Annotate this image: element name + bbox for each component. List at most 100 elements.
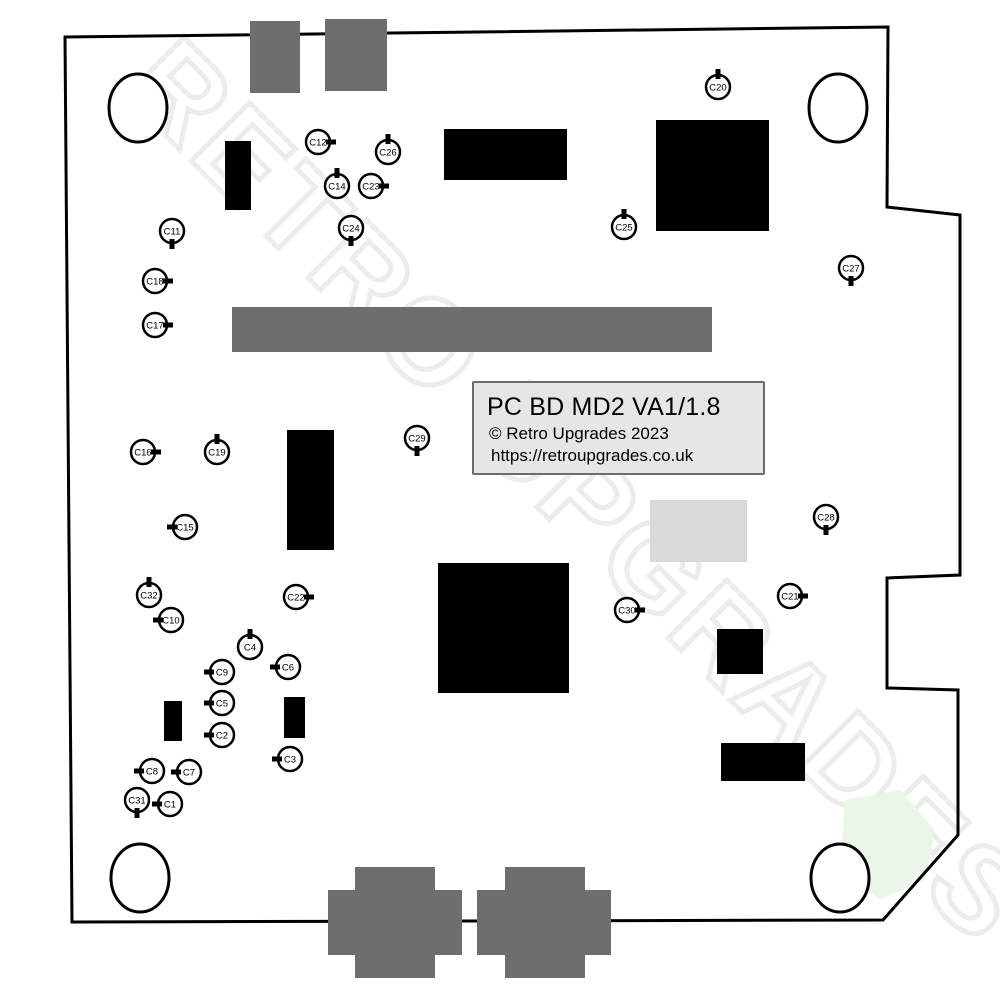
capacitor-polarity-tab [247, 629, 253, 639]
capacitor-label: C22 [287, 593, 304, 604]
capacitor-c8: C8 [134, 757, 166, 785]
capacitor-label: C5 [216, 699, 228, 710]
chip [444, 129, 567, 180]
capacitor-polarity-tab [204, 669, 214, 675]
capacitor-polarity-tab [204, 700, 214, 706]
capacitor-c19: C19 [203, 434, 231, 466]
capacitor-c6: C6 [270, 653, 302, 681]
capacitor-polarity-tab [214, 434, 220, 444]
capacitor-c3: C3 [272, 745, 304, 773]
capacitor-c9: C9 [204, 658, 236, 686]
chip [164, 701, 182, 741]
capacitor-c23: C23 [357, 172, 389, 200]
capacitor-polarity-tab [163, 322, 173, 328]
chip [225, 141, 251, 210]
capacitor-label: C15 [176, 523, 193, 534]
capacitor-c29: C29 [403, 424, 431, 456]
capacitor-polarity-tab [153, 617, 163, 623]
mounting-hole [807, 72, 869, 144]
capacitor-polarity-tab [134, 808, 140, 818]
capacitor-polarity-tab [379, 183, 389, 189]
capacitor-label: C31 [128, 796, 145, 807]
capacitor-c21: C21 [776, 582, 808, 610]
chip [287, 430, 334, 550]
capacitor-polarity-tab [163, 278, 173, 284]
capacitor-polarity-tab [798, 593, 808, 599]
capacitor-polarity-tab [304, 594, 314, 600]
capacitor-label: C27 [842, 264, 859, 275]
chip [721, 743, 805, 781]
capacitor-c27: C27 [837, 254, 865, 286]
capacitor-c10: C10 [153, 606, 185, 634]
bottom-connector-right [477, 867, 611, 978]
capacitor-label: C10 [162, 616, 179, 627]
cartridge-slot [232, 307, 712, 352]
capacitor-c1: C1 [152, 790, 184, 818]
capacitor-label: C4 [244, 643, 256, 654]
board-label: PC BD MD2 VA1/1.8 © Retro Upgrades 2023 … [472, 381, 765, 475]
capacitor-label: C11 [164, 227, 181, 238]
capacitor-c14: C14 [323, 168, 351, 200]
board-url: https://retroupgrades.co.uk [491, 446, 694, 465]
capacitor-label: C21 [781, 592, 798, 603]
capacitor-polarity-tab [385, 134, 391, 144]
capacitor-c31: C31 [123, 786, 151, 818]
capacitor-c32: C32 [135, 577, 163, 609]
capacitor-label: C30 [618, 606, 635, 617]
capacitor-polarity-tab [167, 524, 177, 530]
pad-light [650, 500, 747, 562]
capacitor-label: C26 [379, 148, 396, 159]
capacitor-polarity-tab [204, 732, 214, 738]
capacitor-c7: C7 [171, 758, 203, 786]
capacitor-c11: C11 [158, 217, 186, 249]
capacitor-label: C24 [342, 224, 359, 235]
mounting-hole [109, 842, 171, 914]
capacitor-polarity-tab [151, 449, 161, 455]
capacitor-label: C19 [208, 448, 225, 459]
capacitor-polarity-tab [169, 239, 175, 249]
capacitor-c5: C5 [204, 689, 236, 717]
capacitor-c15: C15 [167, 513, 199, 541]
capacitor-c26: C26 [374, 134, 402, 166]
capacitor-label: C16 [134, 448, 151, 459]
capacitor-label: C25 [615, 223, 632, 234]
capacitor-polarity-tab [171, 769, 181, 775]
capacitor-polarity-tab [326, 139, 336, 145]
capacitor-c12: C12 [304, 128, 336, 156]
capacitor-c18: C18 [141, 267, 173, 295]
capacitor-polarity-tab [152, 801, 162, 807]
capacitor-polarity-tab [848, 276, 854, 286]
capacitor-c2: C2 [204, 721, 236, 749]
capacitor-polarity-tab [414, 446, 420, 456]
capacitor-polarity-tab [334, 168, 340, 178]
capacitor-label: C32 [140, 591, 157, 602]
capacitor-label: C8 [146, 767, 158, 778]
capacitor-polarity-tab [146, 577, 152, 587]
board-copyright: © Retro Upgrades 2023 [489, 424, 669, 443]
board-outline [63, 25, 962, 924]
capacitor-label: C18 [146, 277, 163, 288]
capacitor-label: C6 [282, 663, 294, 674]
capacitor-c25: C25 [610, 209, 638, 241]
capacitor-label: C2 [216, 731, 228, 742]
capacitor-polarity-tab [823, 525, 829, 535]
capacitor-label: C17 [146, 321, 163, 332]
capacitor-label: C20 [709, 83, 726, 94]
capacitor-label: C1 [164, 800, 176, 811]
capacitor-label: C12 [309, 138, 326, 149]
capacitor-polarity-tab [635, 607, 645, 613]
mounting-hole [809, 842, 871, 914]
mounting-hole [107, 72, 169, 144]
capacitor-c4: C4 [236, 629, 264, 661]
top-connector-left [250, 21, 300, 93]
capacitor-c28: C28 [812, 503, 840, 535]
capacitor-label: C7 [183, 768, 195, 779]
capacitor-label: C3 [284, 755, 296, 766]
capacitor-label: C29 [408, 434, 425, 445]
capacitor-polarity-tab [270, 664, 280, 670]
capacitor-label: C14 [328, 182, 345, 193]
capacitor-c22: C22 [282, 583, 314, 611]
capacitor-c24: C24 [337, 214, 365, 246]
capacitor-c17: C17 [141, 311, 173, 339]
capacitor-label: C9 [216, 668, 228, 679]
